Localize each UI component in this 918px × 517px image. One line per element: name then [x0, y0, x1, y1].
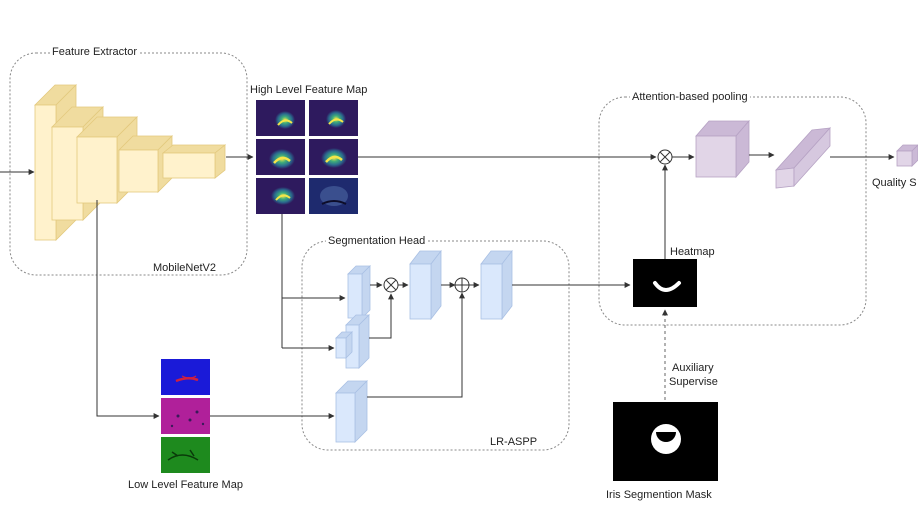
- seg-multiply-op: [383, 277, 399, 293]
- attention-multiply-op: [657, 149, 673, 165]
- seg-block-low: [335, 380, 368, 443]
- heatmap-label: Heatmap: [670, 246, 715, 258]
- quality-score-label: Quality S: [872, 177, 917, 189]
- hlfm-tile-4: [309, 139, 358, 175]
- high-level-feature-map-label: High Level Feature Map: [250, 84, 368, 96]
- llfm-blue: [161, 359, 210, 395]
- heatmap-image: [633, 259, 697, 307]
- seg-b-to-multiply: [369, 293, 394, 339]
- attention-pooling-label: Attention-based pooling: [630, 91, 750, 103]
- high-level-feature-map-grid: [256, 100, 358, 214]
- seg-block-c: [409, 249, 442, 321]
- pooled-vector: [774, 126, 832, 189]
- low-level-feature-map-label: Low Level Feature Map: [128, 479, 243, 491]
- seg-low-to-add: [367, 292, 465, 398]
- segmentation-head-label: Segmentation Head: [326, 235, 428, 247]
- supervise-label: Supervise: [669, 376, 718, 388]
- hlfm-tile-3: [256, 139, 305, 175]
- lr-aspp-label: LR-ASPP: [490, 436, 538, 448]
- extractor-block-5: [161, 144, 227, 179]
- iris-mask-image: [613, 402, 718, 481]
- seg-block-b2: [335, 331, 353, 359]
- hlfm-tile-5: [256, 178, 305, 214]
- mobilenet-label: MobileNetV2: [153, 262, 216, 274]
- hlfm-tile-1: [256, 100, 305, 136]
- segmentation-head-group: [301, 240, 570, 451]
- quality-score-cube: [896, 144, 918, 167]
- hlfm-tile-6: [309, 178, 358, 214]
- auxiliary-label: Auxiliary: [672, 362, 714, 374]
- pooling-cube: [695, 119, 750, 179]
- seg-block-d: [480, 249, 513, 321]
- iris-mask-label: Iris Segmention Mask: [606, 489, 712, 501]
- llfm-green: [161, 437, 210, 473]
- feature-extractor-label: Feature Extractor: [50, 46, 139, 58]
- hlfm-tile-2: [309, 100, 358, 136]
- seg-add-op: [454, 277, 470, 293]
- low-level-feature-map-stack: [161, 359, 210, 473]
- llfm-magenta: [161, 398, 210, 434]
- extractor-to-llfm-line: [96, 200, 160, 419]
- seg-block-a: [347, 265, 371, 319]
